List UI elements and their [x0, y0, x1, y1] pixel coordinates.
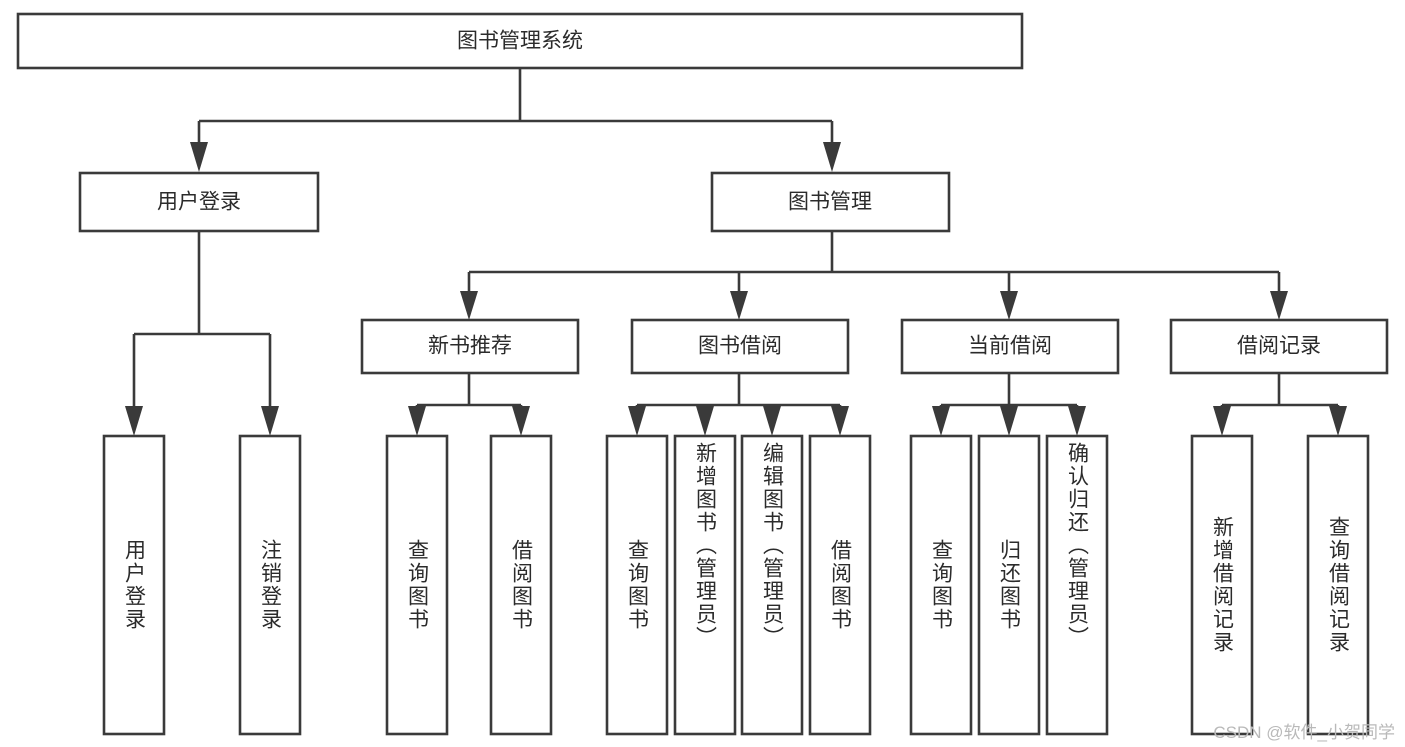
node-book-manage[interactable]: 图书管理 [710, 171, 951, 233]
node-user-login[interactable]: 用户登录 [78, 171, 320, 233]
arrow-head-icon [628, 406, 646, 436]
node-new-book-recommend-label: 新书推荐 [428, 335, 512, 358]
connector-book-borrow-to-leaves [628, 373, 849, 436]
node-leaf-confirm-return[interactable] [1045, 434, 1109, 736]
node-current-borrow[interactable]: 当前借阅 [900, 318, 1120, 375]
node-leaf-borrow-book-1[interactable] [489, 434, 553, 736]
arrow-head-icon [823, 142, 841, 172]
arrow-head-icon [1000, 291, 1018, 320]
arrow-head-icon [512, 406, 530, 436]
node-leaf-query-book-2[interactable] [605, 434, 669, 736]
node-root-label: 图书管理系统 [457, 30, 583, 53]
node-book-borrow[interactable]: 图书借阅 [630, 318, 850, 375]
connector-book-manage-to-level3 [460, 231, 1288, 320]
connector-root-to-level2 [190, 68, 841, 172]
node-leaf-user-logout[interactable] [238, 434, 302, 736]
node-leaf-query-record[interactable] [1306, 434, 1370, 736]
connector-new-book-recommend-to-leaves [408, 373, 530, 436]
node-book-manage-label: 图书管理 [788, 191, 872, 214]
arrow-head-icon [460, 291, 478, 320]
node-current-borrow-label: 当前借阅 [968, 335, 1052, 358]
arrow-head-icon [763, 406, 781, 436]
arrow-head-icon [261, 406, 279, 436]
arrow-head-icon [190, 142, 208, 172]
connector-borrow-record-to-leaves [1213, 373, 1347, 436]
node-leaf-edit-book[interactable] [740, 434, 804, 736]
node-user-login-label: 用户登录 [157, 191, 241, 214]
node-leaf-return-book[interactable] [977, 434, 1041, 736]
node-book-borrow-label: 图书借阅 [698, 335, 782, 358]
node-leaf-borrow-book-2[interactable] [808, 434, 872, 736]
arrow-head-icon [1270, 291, 1288, 320]
node-leaf-query-book-1[interactable] [385, 434, 449, 736]
node-root[interactable]: 图书管理系统 [16, 12, 1024, 70]
arrow-head-icon [932, 406, 950, 436]
arrow-head-icon [1068, 406, 1086, 436]
node-leaf-query-book-3[interactable] [909, 434, 973, 736]
arrow-head-icon [125, 406, 143, 436]
arrow-head-icon [1000, 406, 1018, 436]
node-leaf-add-record[interactable] [1190, 434, 1254, 736]
node-borrow-record[interactable]: 借阅记录 [1169, 318, 1389, 375]
arrow-head-icon [831, 406, 849, 436]
arrow-head-icon [730, 291, 748, 320]
node-borrow-record-label: 借阅记录 [1237, 335, 1321, 358]
node-leaf-add-book[interactable] [673, 434, 737, 736]
arrow-head-icon [408, 406, 426, 436]
node-new-book-recommend[interactable]: 新书推荐 [360, 318, 580, 375]
arrow-head-icon [696, 406, 714, 436]
arrow-head-icon [1329, 406, 1347, 436]
connector-current-borrow-to-leaves [932, 373, 1086, 436]
connector-user-login-to-leaves [125, 231, 279, 436]
node-leaf-user-login[interactable] [102, 434, 166, 736]
arrow-head-icon [1213, 406, 1231, 436]
